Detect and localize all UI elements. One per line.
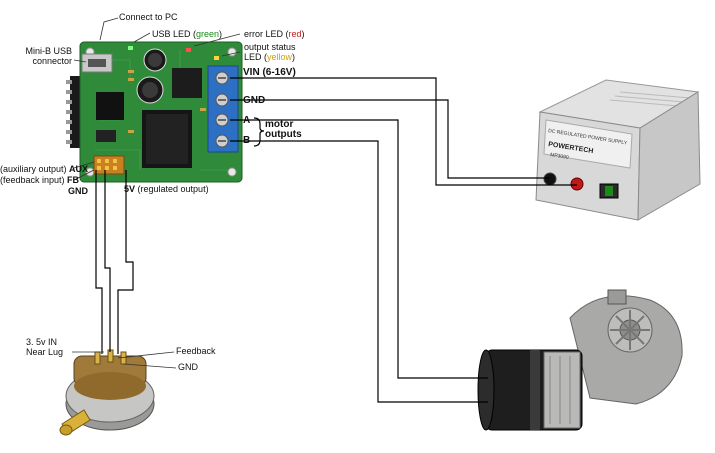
aux-code: AUX: [69, 164, 89, 174]
motor-outputs-line1: motor: [265, 119, 294, 130]
output-status-prefix: LED (: [244, 52, 268, 62]
error-led-suffix: ): [301, 29, 305, 39]
label-connect-pc: Connect to PC: [119, 12, 178, 22]
callout-lines: [73, 17, 241, 181]
psu-model: MP3090: [550, 152, 570, 161]
output-status-led: [214, 56, 219, 60]
mini-usb-line2: connector: [32, 56, 72, 66]
psu-terminal-positive: [570, 177, 584, 191]
label-motor-outputs: motor outputs: [265, 120, 302, 140]
usb-led-suffix: ): [219, 29, 223, 39]
five-v-note: (regulated output): [135, 184, 209, 194]
fb-code: FB: [67, 175, 80, 185]
pot-in-line2: Near Lug: [26, 347, 64, 357]
error-led: [186, 48, 191, 52]
label-vin: VIN (6-16V): [243, 67, 296, 78]
microcontroller-chip: [96, 92, 124, 120]
feedback-header: [93, 155, 125, 175]
mini-usb-line1: Mini-B USB: [25, 46, 72, 56]
wires: [95, 77, 577, 403]
wire-motor-a: [230, 119, 488, 379]
label-gnd-left: GND: [68, 186, 88, 196]
power-supply: DC REGULATED POWER SUPPLY POWERTECH MP30…: [535, 79, 701, 221]
label-fb: (feedback input) FB: [0, 175, 79, 185]
output-status-color: yellow: [267, 52, 293, 62]
terminal-block: [207, 65, 239, 153]
wire-pot-5v: [117, 170, 134, 354]
error-led-prefix: error LED (: [244, 29, 289, 39]
output-status-suffix: ): [292, 52, 296, 62]
aux-prefix: (auxiliary output): [0, 164, 70, 174]
label-a: A: [243, 115, 251, 126]
motor-outputs-line2: outputs: [265, 129, 302, 140]
output-status-line2: LED (yellow): [244, 52, 296, 62]
five-v-code: 5V: [124, 184, 136, 194]
label-mini-usb: Mini-B USB connector: [24, 46, 72, 66]
label-gnd-right: GND: [243, 95, 266, 106]
label-output-status: output status LED (yellow): [244, 42, 296, 62]
label-aux: (auxiliary output) AUX: [0, 164, 88, 174]
error-led-color: red: [288, 29, 302, 39]
usb-led: [128, 46, 133, 50]
wiper-motor: [477, 289, 683, 431]
label-pot-in: 3. 5v IN Near Lug: [26, 337, 63, 357]
potentiometer: [59, 349, 155, 436]
wire-motor-b: [230, 140, 488, 403]
label-b: B: [243, 135, 251, 146]
wire-gnd-psu: [230, 99, 550, 179]
label-5v: 5V (regulated output): [124, 184, 209, 194]
usb-led-prefix: USB LED (: [152, 29, 197, 39]
label-feedback: Feedback: [176, 346, 216, 356]
pot-in-line1: 3. 5v IN: [26, 337, 58, 347]
label-error-led: error LED (red): [244, 29, 305, 39]
wire-pot-gnd: [95, 170, 103, 354]
fb-prefix: (feedback input): [0, 175, 68, 185]
motor-outputs-brace: [253, 117, 265, 147]
psu-terminal-negative: [543, 172, 557, 186]
wire-vin: [230, 77, 577, 186]
output-status-line1: output status: [244, 42, 296, 52]
label-gnd-pot: GND: [178, 362, 198, 372]
wire-pot-feedback: [104, 170, 111, 352]
label-usb-led: USB LED (green): [152, 29, 222, 39]
controller-board: [66, 41, 243, 183]
usb-led-color: green: [196, 29, 220, 39]
